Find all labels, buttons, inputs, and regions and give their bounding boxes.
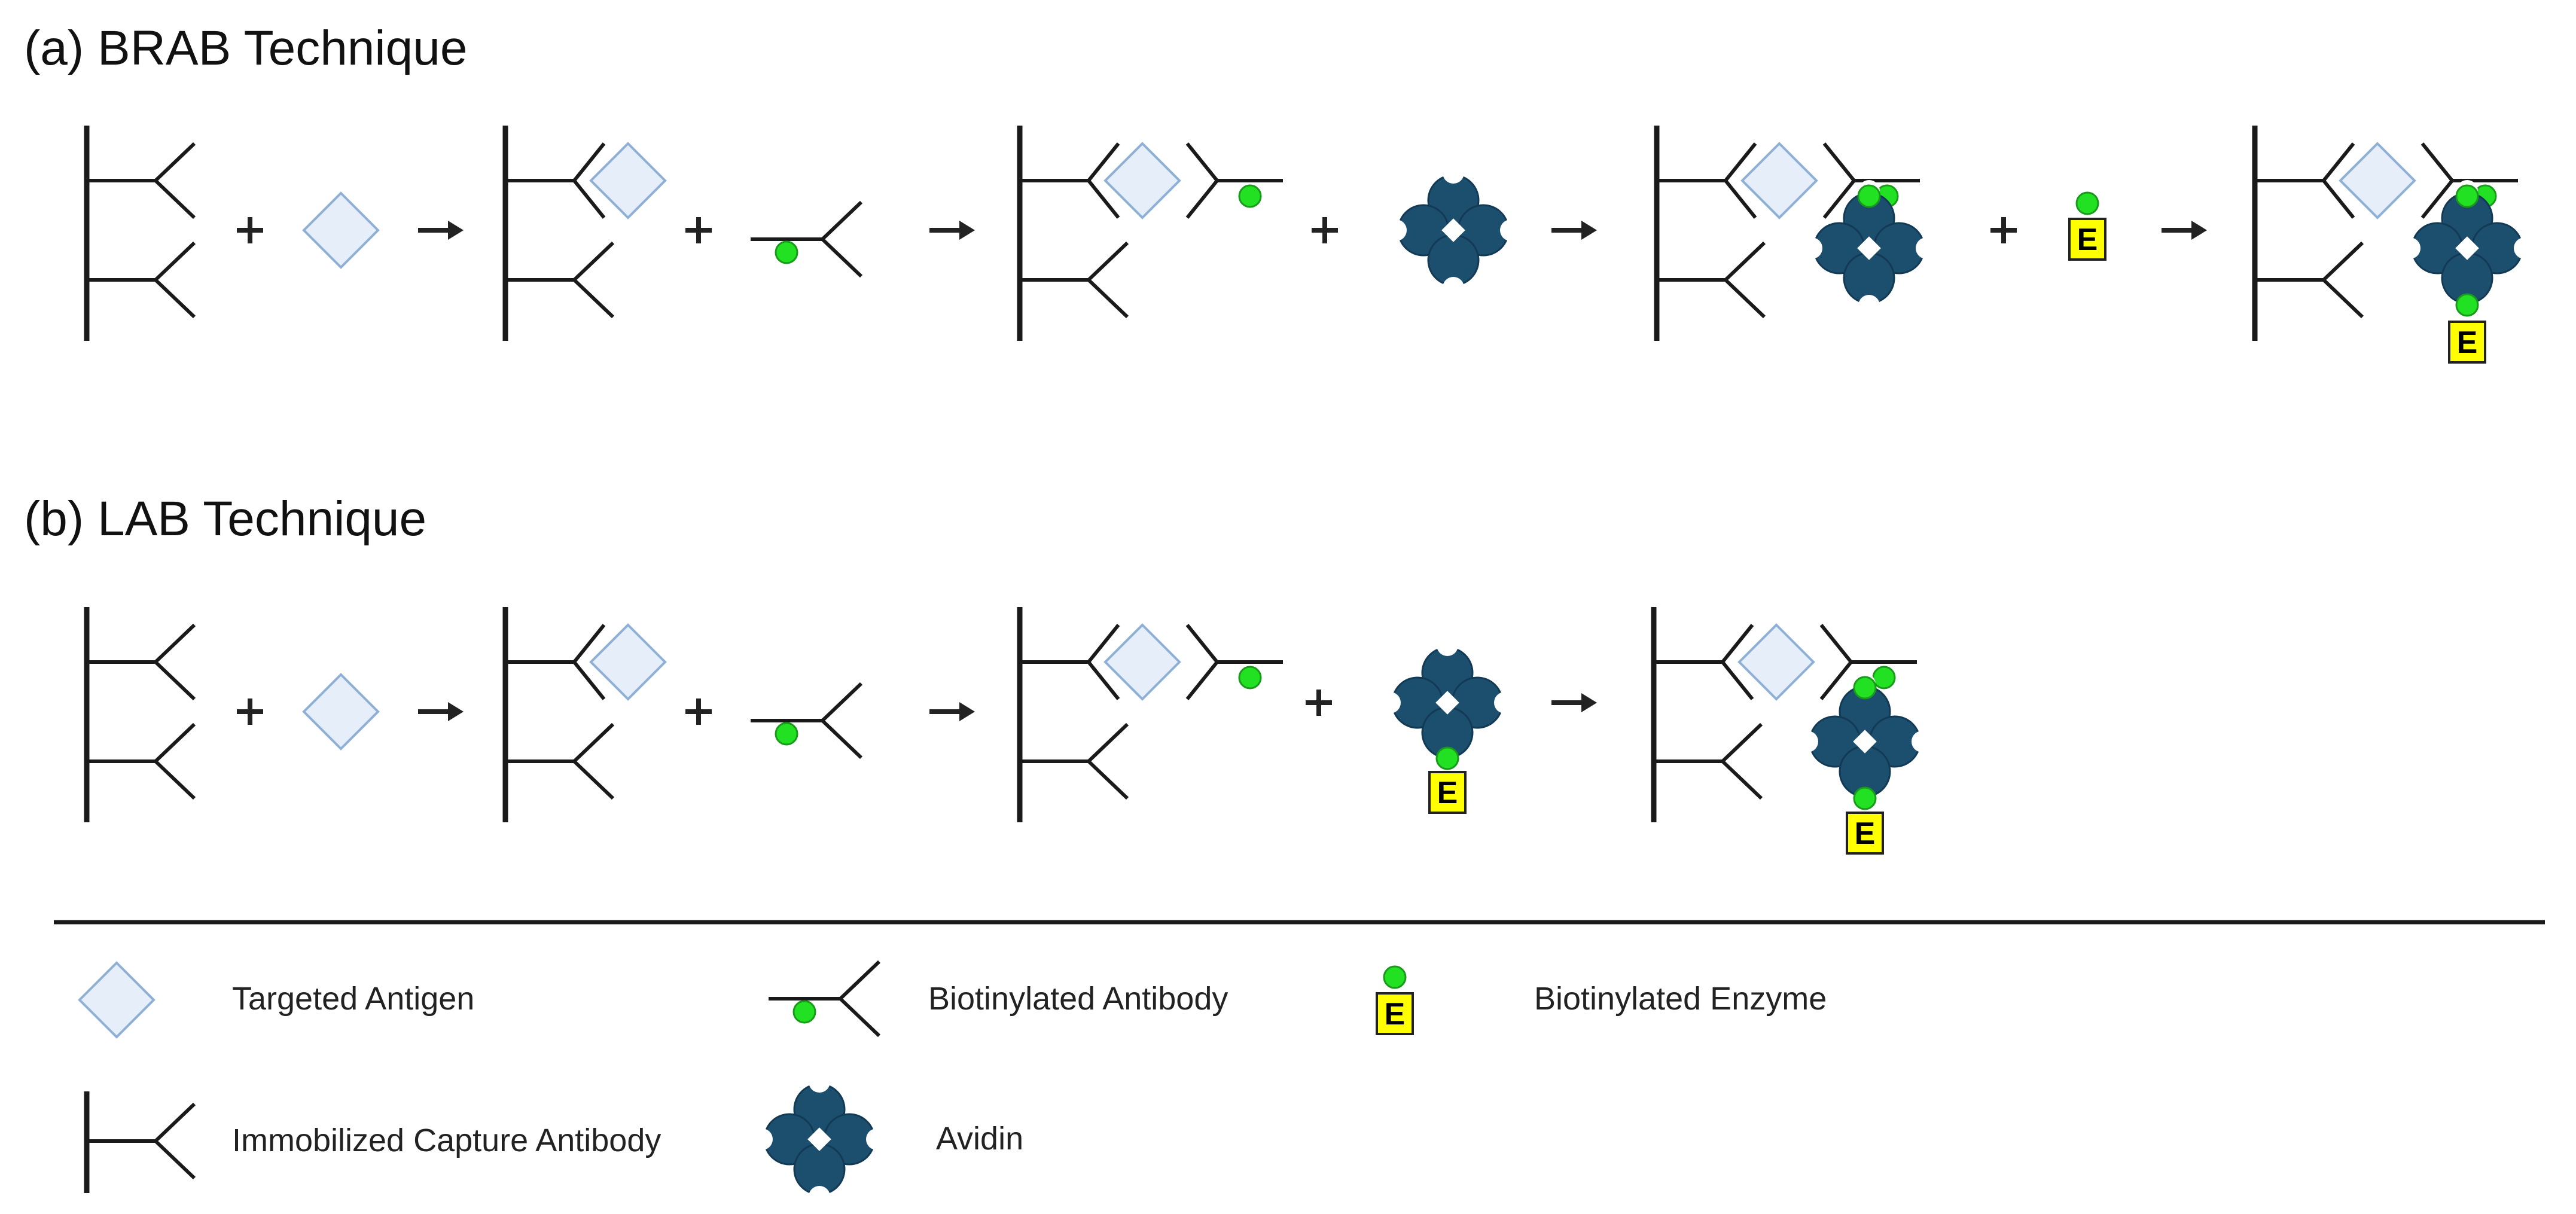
section-title-lab: (b) LAB Technique [24,492,426,546]
enzyme-letter: E [1437,776,1458,810]
brab-row: E E [87,126,2537,364]
capture-antibody [87,607,194,822]
arrow-operator [929,702,975,721]
biotinylated-antibody-icon [769,962,879,1036]
legend-label-capture-antibody: Immobilized Capture Antibody [232,1123,661,1158]
avidin-enzyme-conjugate: E [1378,633,1517,814]
plus-operator [1312,217,1338,243]
legend-label-avidin: Avidin [936,1121,1023,1157]
avidin-bound-complex [1657,126,1938,341]
legend-item-capture-antibody: Immobilized Capture Antibody [84,1091,661,1193]
antigen [303,192,379,269]
antigen [303,673,379,750]
final-complex-lab: E [1654,607,1934,855]
plus-operator [237,698,263,725]
enzyme-letter: E [1855,816,1876,851]
arrow-operator [1551,693,1597,712]
legend-item-avidin: Avidin [750,1070,1023,1209]
sandwich-complex [1020,607,1283,822]
capture-antibody-icon [84,1091,196,1193]
biotinylated-antibody [751,684,861,758]
arrow-operator [418,702,464,721]
sandwich-complex [1020,126,1283,341]
enzyme-letter: E [2457,325,2478,360]
arrow-operator [2162,221,2207,240]
legend: Targeted Antigen Biotinylated Antibody E… [78,962,1827,1209]
plus-operator [1990,217,2017,243]
lab-row: E E [87,607,1934,855]
biotinylated-antibody [751,202,861,276]
legend-item-antigen: Targeted Antigen [78,962,474,1038]
enzyme-letter: E [1385,997,1406,1032]
legend-item-biotinylated-antibody: Biotinylated Antibody [769,962,1228,1036]
biotin-icon [1383,965,1407,989]
plus-operator [237,217,263,243]
legend-label-antigen: Targeted Antigen [232,981,474,1017]
capture-antigen-complex [505,607,665,822]
legend-label-biotinylated-antibody: Biotinylated Antibody [928,981,1228,1017]
enzyme-letter: E [2077,222,2098,257]
biotinylated-enzyme: E [2068,191,2106,261]
plus-operator [685,698,712,725]
plus-operator [1306,690,1332,716]
avidin-icon [750,1070,889,1209]
arrow-operator [418,221,464,240]
legend-item-biotinylated-enzyme: E Biotinylated Enzyme [1376,965,1827,1035]
final-complex-brab: E [2255,126,2537,364]
plus-operator [685,217,712,243]
arrow-operator [929,221,975,240]
antigen-icon [78,962,155,1038]
capture-antibody [87,126,194,341]
arrow-operator [1551,221,1597,240]
legend-label-biotinylated-enzyme: Biotinylated Enzyme [1534,981,1827,1017]
capture-antigen-complex [505,126,665,341]
avidin [1384,161,1523,300]
section-title-brab: (a) BRAB Technique [24,21,467,75]
